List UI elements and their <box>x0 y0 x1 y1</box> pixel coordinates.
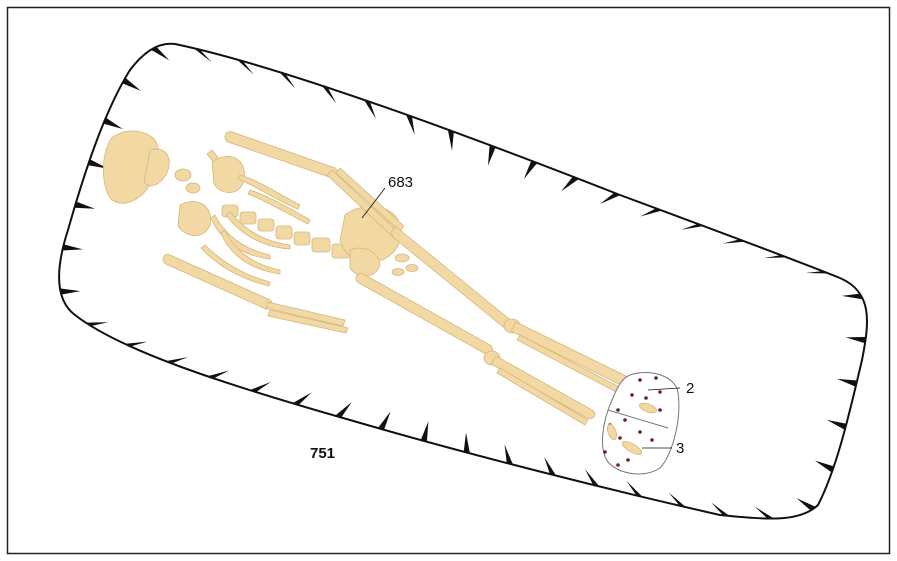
bead <box>630 393 634 397</box>
hachure-mark <box>103 117 123 130</box>
spine <box>221 204 351 259</box>
hachure-mark <box>249 382 271 393</box>
bead <box>658 408 662 412</box>
hachure-mark <box>722 239 746 244</box>
right-ulna <box>267 309 349 334</box>
bead <box>618 436 622 440</box>
right-tibia <box>490 355 596 420</box>
hachure-mark <box>405 114 415 135</box>
hachure-mark <box>207 370 230 379</box>
hachure-mark <box>504 444 513 465</box>
hachure-mark <box>754 506 774 519</box>
hachure-mark <box>193 48 212 63</box>
mandible <box>143 148 170 186</box>
hachure-mark <box>837 378 858 387</box>
hachure-mark <box>335 401 352 418</box>
bead <box>603 450 607 454</box>
deposit-bone-1 <box>639 402 657 414</box>
bead <box>658 390 662 394</box>
hachure-mark <box>420 421 429 442</box>
hachure-mark <box>561 176 579 192</box>
label-751: 751 <box>310 445 335 462</box>
hachure-mark <box>377 411 391 430</box>
deposit-divider <box>607 409 669 429</box>
bead <box>638 430 642 434</box>
cervical-vertebra <box>174 168 192 182</box>
label-683: 683 <box>388 174 413 191</box>
hachure-mark <box>814 460 834 473</box>
hachure-mark <box>584 469 600 487</box>
bead <box>644 396 648 400</box>
sacrum <box>349 247 381 277</box>
hachure-mark <box>681 223 704 230</box>
ribs <box>200 174 311 287</box>
hachure-mark <box>841 293 864 300</box>
hachure-mark <box>668 492 686 508</box>
hachure-mark <box>640 208 663 217</box>
leader-2 <box>647 387 681 391</box>
hachure-mark <box>447 129 454 151</box>
label-3: 3 <box>676 440 684 457</box>
hachure-mark <box>62 244 83 251</box>
bead <box>650 438 654 442</box>
hachure-mark <box>150 46 170 61</box>
hachure-mark <box>59 288 81 295</box>
hachure-mark <box>124 341 148 347</box>
hachure-mark <box>363 99 376 119</box>
hachure-mark <box>845 336 866 344</box>
bead-deposit-area <box>602 371 680 475</box>
bead <box>616 463 620 467</box>
hachure-mark <box>488 145 496 166</box>
right-radius <box>265 301 346 327</box>
hachure-mark <box>826 419 847 430</box>
deposit-bone-2 <box>621 441 643 455</box>
hachure-mark <box>85 322 109 327</box>
bead <box>616 408 620 412</box>
bead <box>654 376 658 380</box>
bead <box>626 458 630 462</box>
hachure-mark <box>165 357 189 364</box>
hachure-mark <box>292 392 312 406</box>
deposit-outline <box>602 371 680 475</box>
hachure-mark <box>764 255 788 259</box>
left-scapula <box>211 156 245 193</box>
right-femur <box>355 273 493 355</box>
right-fibula <box>496 367 589 426</box>
right-scapula <box>177 201 211 237</box>
deposit-bone-3 <box>606 423 618 441</box>
bead <box>638 378 642 382</box>
hachure-mark <box>87 159 108 169</box>
hachure-mark <box>74 201 95 209</box>
hachure-mark <box>523 160 538 179</box>
hachure-mark <box>122 77 141 91</box>
hachure-mark <box>805 271 829 274</box>
hachure-mark <box>279 72 296 89</box>
hachure-mark <box>463 432 470 454</box>
left-hand <box>391 253 419 276</box>
hachure-mark <box>796 498 817 511</box>
hachure-mark <box>321 85 337 104</box>
hachure-mark <box>544 456 557 476</box>
label-2: 2 <box>686 380 694 397</box>
leader-683 <box>361 187 386 219</box>
hachure-mark <box>236 59 254 75</box>
hachure-mark <box>599 192 621 204</box>
hachure-mark <box>626 480 643 497</box>
hachure-mark <box>711 502 730 516</box>
slope-hachures <box>59 46 866 519</box>
bead <box>623 418 627 422</box>
